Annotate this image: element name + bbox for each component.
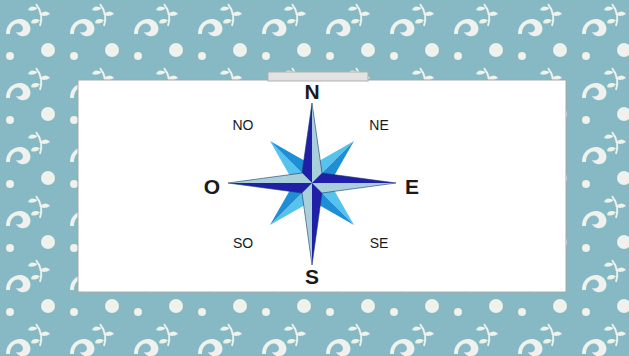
compass-direction: SE xyxy=(370,236,389,250)
compass-direction: E xyxy=(405,176,419,197)
compass-direction: NO xyxy=(233,118,254,132)
compass-direction: SO xyxy=(233,236,253,250)
compass-direction: NE xyxy=(369,118,388,132)
compass-direction: N xyxy=(304,81,319,102)
compass-direction: S xyxy=(305,266,319,287)
compass-direction: O xyxy=(204,176,220,197)
white-panel xyxy=(78,80,566,292)
compass-star xyxy=(228,103,396,265)
